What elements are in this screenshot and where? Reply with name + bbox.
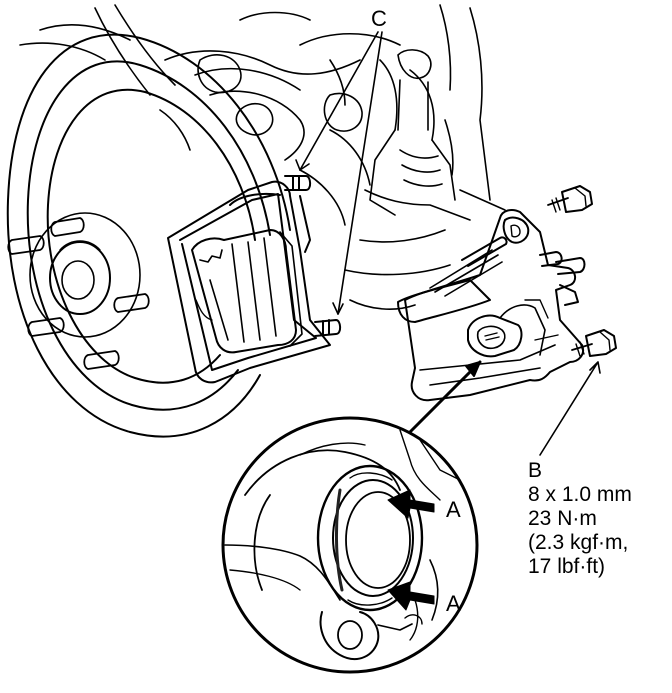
arrow-a-lower bbox=[387, 581, 435, 611]
suspension-background bbox=[19, 4, 506, 310]
torque-lbfft-spec: 17 lbf·ft) bbox=[528, 555, 605, 578]
flange-bolt-b bbox=[571, 329, 617, 357]
brake-disc bbox=[6, 33, 291, 438]
callout-b-label: B bbox=[528, 459, 542, 482]
torque-kgfm-spec: (2.3 kgf·m, bbox=[528, 531, 628, 554]
caliper-body bbox=[397, 209, 586, 402]
brake-pads bbox=[191, 229, 303, 354]
flange-bolt-upper bbox=[547, 185, 593, 213]
detail-pointer-arrowhead bbox=[465, 361, 481, 377]
callout-a-upper-label: A bbox=[446, 497, 461, 522]
piston-detail-view bbox=[221, 416, 479, 674]
torque-nm-spec: 23 N·m bbox=[528, 507, 597, 530]
callout-a-lower-label: A bbox=[446, 591, 461, 616]
caliper-bracket bbox=[167, 175, 342, 384]
detail-pointer-line bbox=[408, 360, 482, 434]
arrow-a-upper bbox=[387, 489, 435, 519]
callout-c-leaders bbox=[295, 31, 383, 315]
bolt-b-leader bbox=[539, 361, 601, 456]
callout-c-label: C bbox=[371, 6, 387, 31]
wheel-studs bbox=[7, 217, 150, 370]
slide-pin-upper bbox=[284, 175, 312, 191]
slide-pin-lower bbox=[314, 319, 342, 337]
bolt-size-spec: 8 x 1.0 mm bbox=[528, 483, 632, 506]
